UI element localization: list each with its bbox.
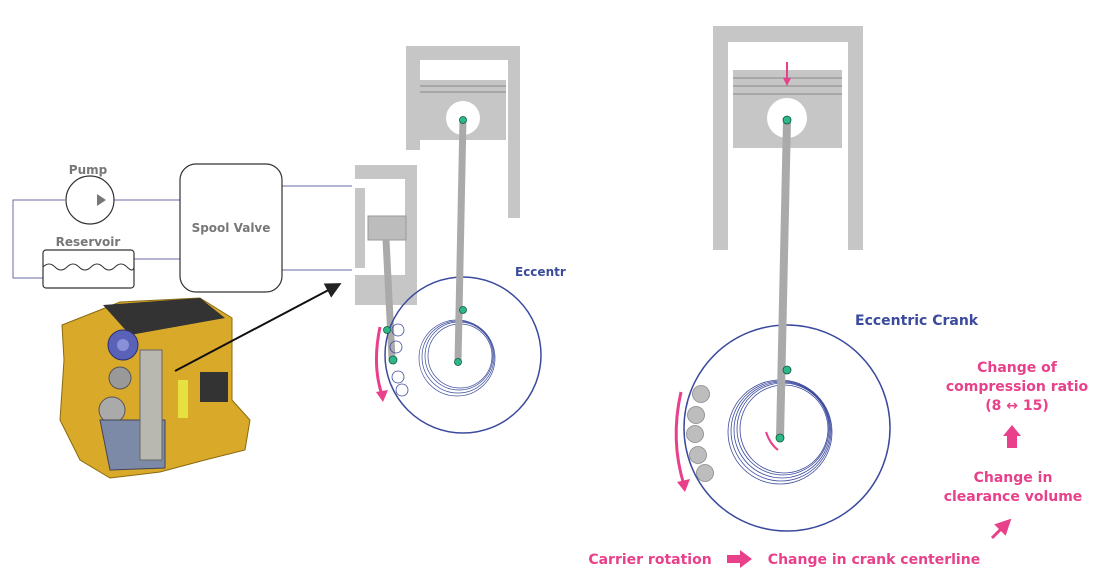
right-joints <box>775 115 792 443</box>
actuator-rod <box>382 239 396 359</box>
pump <box>65 175 115 225</box>
clearance-label-1: Change in <box>974 470 1053 486</box>
up-arrow-icon <box>1003 425 1021 448</box>
carrier-rotation-label: Carrier rotation <box>588 552 711 568</box>
clearance-label-2: clearance volume <box>944 489 1083 505</box>
right-eccentric-circle <box>683 324 891 532</box>
compression-label-2: compression ratio <box>946 379 1089 395</box>
eccentric-crank-label: Eccentric Crank <box>855 313 979 329</box>
right-cylinder-housing <box>713 26 863 250</box>
left-joints <box>383 116 467 366</box>
hydraulic-circuit <box>12 185 352 279</box>
right-arrow-icon <box>727 550 752 568</box>
carrier-rotation-arrow <box>674 391 686 486</box>
engine-illustration <box>59 297 251 479</box>
spool-valve-label: Spool Valve <box>192 221 271 235</box>
reservoir <box>42 249 135 289</box>
annotations: Change of compression ratio (8 ↔ 15) Cha… <box>588 360 1088 568</box>
crank-centerline-label: Change in crank centerline <box>768 552 980 568</box>
pump-direction-icon <box>97 194 106 206</box>
diagonal-arrow-icon <box>990 518 1012 540</box>
reservoir-label: Reservoir <box>56 235 121 249</box>
right-connecting-rod <box>776 119 791 439</box>
left-rollers <box>389 323 409 397</box>
pump-label: Pump <box>69 163 108 177</box>
crank-rotation-arrow <box>765 431 779 451</box>
compression-label-1: Change of <box>977 360 1058 376</box>
left-cylinder-housing <box>406 46 520 218</box>
right-rollers <box>686 385 714 482</box>
spool-valve <box>179 163 283 293</box>
eccentric-left-label: Eccentr <box>515 265 566 279</box>
left-rotation-arrow <box>374 326 384 396</box>
zoom-arrow <box>174 283 342 372</box>
compression-label-3: (8 ↔ 15) <box>985 398 1049 414</box>
left-connecting-rod <box>454 117 467 363</box>
